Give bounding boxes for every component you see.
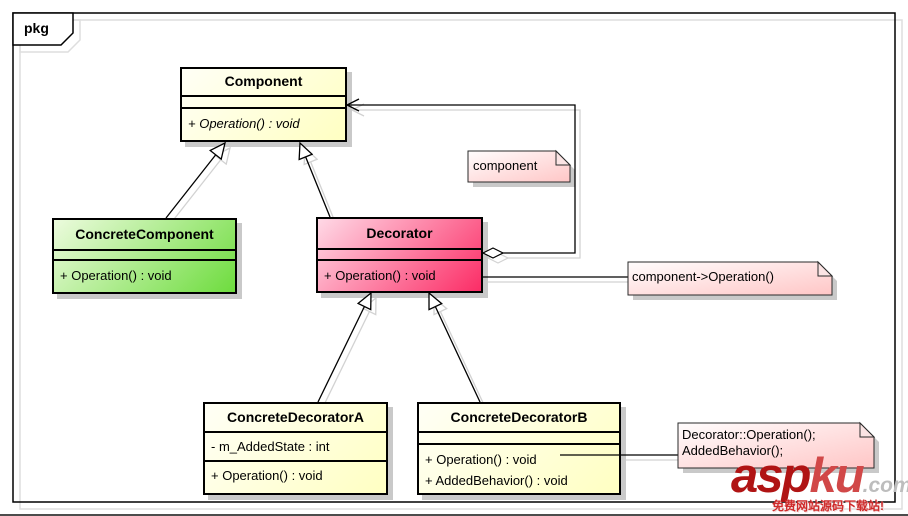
class-name: ConcreteDecoratorA bbox=[227, 409, 364, 425]
watermark-domain: .com bbox=[862, 474, 908, 497]
note-fold-icon bbox=[817, 260, 834, 277]
generalization-concretedecoratora-to-decorator bbox=[317, 293, 371, 403]
class-box-concrete-decorator-b: ConcreteDecoratorB + Operation() : void … bbox=[417, 402, 621, 495]
note-fold-icon bbox=[859, 421, 876, 438]
class-name: Decorator bbox=[366, 225, 433, 241]
operation-label: + Operation() : void bbox=[188, 116, 300, 131]
class-attributes-compartment bbox=[54, 249, 235, 259]
generalization-decorator-to-component bbox=[300, 143, 331, 218]
class-name: ConcreteDecoratorB bbox=[450, 409, 588, 425]
note-text-component-role: component bbox=[473, 158, 538, 173]
class-attributes-compartment: - m_AddedState : int bbox=[205, 431, 386, 460]
aspku-watermark-logo: aspku.com bbox=[731, 452, 908, 501]
class-box-component: Component + Operation() : void bbox=[180, 67, 347, 142]
class-operations-compartment: + Operation() : void + AddedBehavior() :… bbox=[419, 443, 619, 493]
operation-label: + AddedBehavior() : void bbox=[425, 473, 568, 488]
class-attributes-compartment bbox=[419, 431, 619, 443]
class-operations-compartment: + Operation() : void bbox=[205, 460, 386, 493]
note-line: Decorator::Operation(); bbox=[682, 427, 816, 442]
image-bottom-border bbox=[0, 514, 908, 516]
class-box-concrete-decorator-a: ConcreteDecoratorA - m_AddedState : int … bbox=[203, 402, 388, 495]
operation-label: + Operation() : void bbox=[425, 452, 537, 467]
class-box-concrete-component: ConcreteComponent + Operation() : void bbox=[52, 218, 237, 294]
class-name: Component bbox=[224, 73, 303, 89]
note-text-decorator-operation: component->Operation() bbox=[632, 269, 774, 284]
generalization-concretedecoratorb-to-decorator bbox=[429, 293, 481, 403]
operation-label: + Operation() : void bbox=[324, 268, 436, 283]
attribute-label: - m_AddedState : int bbox=[211, 439, 330, 454]
watermark-tagline: 免费网站源码下载站! bbox=[772, 499, 884, 513]
generalization-concretecomponent-to-component bbox=[165, 143, 225, 219]
operation-label: + Operation() : void bbox=[60, 268, 172, 283]
class-operations-compartment: + Operation() : void bbox=[318, 259, 481, 291]
class-box-decorator: Decorator + Operation() : void bbox=[316, 217, 483, 293]
package-tab-label: pkg bbox=[24, 20, 49, 36]
watermark-ku: ku bbox=[809, 449, 864, 503]
class-attributes-compartment bbox=[318, 248, 481, 259]
class-operations-compartment: + Operation() : void bbox=[54, 259, 235, 292]
class-name: ConcreteComponent bbox=[75, 226, 214, 242]
watermark-asp: asp bbox=[731, 449, 811, 503]
class-operations-compartment: + Operation() : void bbox=[182, 107, 345, 140]
note-fold-icon bbox=[555, 149, 572, 166]
operation-label: + Operation() : void bbox=[211, 468, 323, 483]
class-attributes-compartment bbox=[182, 95, 345, 107]
